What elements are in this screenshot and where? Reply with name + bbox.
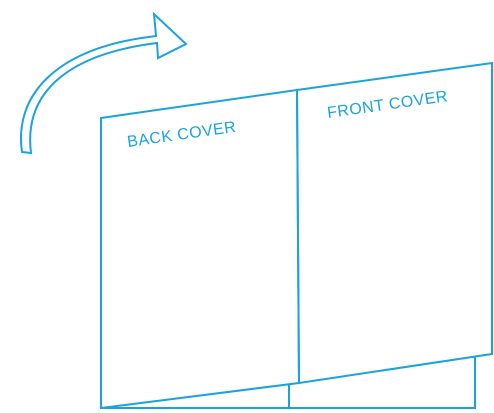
back-cover-label: BACK COVER: [126, 119, 237, 151]
bottom-flap: [101, 357, 476, 409]
curved-arrow-icon: [20, 11, 188, 155]
front-cover-panel: [295, 61, 493, 385]
front-cover-label: FRONT COVER: [326, 88, 449, 122]
